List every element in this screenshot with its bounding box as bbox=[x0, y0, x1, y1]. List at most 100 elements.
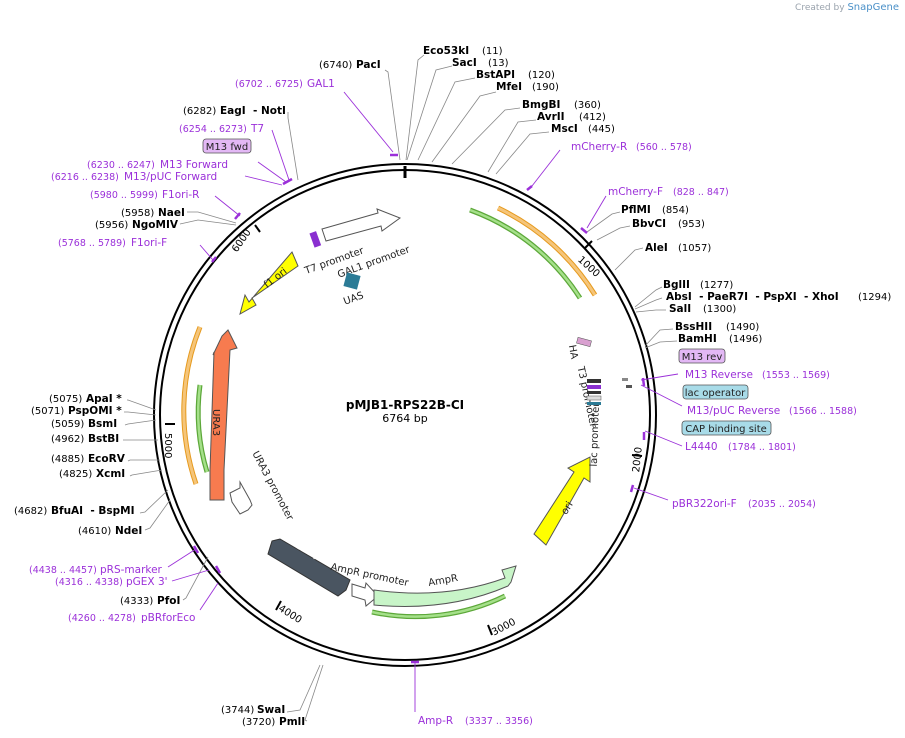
enzyme-swai: SwaI bbox=[257, 704, 285, 716]
enzyme-pos-naei: (5958) bbox=[121, 208, 154, 219]
ampr-label: AmpR bbox=[427, 573, 458, 589]
enzyme-msci: MscI bbox=[551, 123, 578, 135]
primer-leaders bbox=[167, 91, 683, 712]
primer-pbrforeco: pBRforEco bbox=[141, 612, 195, 624]
enzyme-pspomi: PspOMI * bbox=[68, 405, 122, 417]
enzyme-pos-bstbi: (4962) bbox=[51, 434, 84, 445]
ura3-label: URA3 bbox=[210, 409, 221, 436]
enzyme-pos-ndei: (4610) bbox=[78, 526, 111, 537]
enzyme-bfuai-bspmi: BfuAI - BspMI bbox=[51, 505, 135, 517]
enzyme-pos-pflmi: (854) bbox=[662, 205, 689, 216]
primer-m13-puc-forward: M13/pUC Forward bbox=[124, 171, 217, 183]
enzyme-pflmi: PflMI bbox=[621, 204, 651, 216]
m13-fwd-box: M13 fwd bbox=[202, 138, 252, 154]
primer-ticks bbox=[192, 153, 646, 664]
ampr-arrow bbox=[373, 565, 517, 607]
enzyme-pos-bsshii: (1490) bbox=[726, 322, 759, 333]
primer-pbr322ori-f: pBR322ori-F bbox=[672, 498, 737, 510]
enzyme-pos-ngomiv: (5956) bbox=[95, 220, 128, 231]
enzyme-eco53ki: Eco53kI bbox=[423, 45, 469, 57]
enzyme-pos-xcmi: (4825) bbox=[59, 469, 92, 480]
enzyme-bamhi: BamHI bbox=[678, 333, 717, 345]
enzyme-paci: PacI bbox=[356, 59, 381, 71]
primer-range-pgex3: (4316 .. 4338) bbox=[55, 577, 123, 588]
ura3-promoter-label: URA3 promoter bbox=[249, 449, 295, 523]
enzyme-saci: SacI bbox=[452, 57, 477, 69]
enzyme-pos-swai: (3744) bbox=[221, 705, 254, 716]
ha-label: HA bbox=[566, 344, 579, 360]
primer-range-m13-forward: (6230 .. 6247) bbox=[87, 160, 155, 171]
enzyme-pos-pfoi: (4333) bbox=[120, 596, 153, 607]
primer-range-pbrforeco: (4260 .. 4278) bbox=[68, 613, 136, 624]
ampr-promoter-arrow bbox=[351, 581, 379, 607]
enzyme-pos-eco53ki: (11) bbox=[482, 46, 503, 57]
primer-range-mcherry-r: (560 .. 578) bbox=[636, 142, 692, 153]
enzyme-absi-group: AbsI - PaeR7I - PspXI - XhoI bbox=[666, 291, 839, 303]
lac-promoter-label: lac promoter bbox=[589, 402, 602, 467]
enzyme-pos-bstapi: (120) bbox=[528, 70, 555, 81]
tick-label-5000: 5000 bbox=[162, 433, 173, 458]
tick-label-4000: 4000 bbox=[276, 603, 303, 626]
enzyme-eagi-noti: EagI - NotI bbox=[220, 105, 286, 117]
enzyme-sali: SalI bbox=[669, 303, 691, 315]
ura3-promoter-arrow bbox=[229, 480, 253, 515]
enzyme-alei: AleI bbox=[645, 242, 668, 254]
tick-marks bbox=[165, 224, 643, 636]
primer-pgex3: pGEX 3' bbox=[126, 576, 168, 588]
enzyme-pfoi: PfoI bbox=[157, 595, 180, 607]
cap-binding-label: CAP binding site bbox=[685, 424, 767, 435]
enzyme-bstapi: BstAPI bbox=[476, 69, 515, 81]
lac-operator-box: lac operator bbox=[682, 384, 749, 400]
cen-ars-arrow bbox=[267, 538, 351, 597]
enzyme-pos-bbvci: (953) bbox=[678, 219, 705, 230]
primer-range-l4440: (1784 .. 1801) bbox=[728, 442, 796, 453]
snapgene-credit: Created by SnapGene bbox=[795, 2, 899, 13]
primer-f1ori-r: F1ori-R bbox=[162, 189, 199, 201]
primer-range-pbr322ori-f: (2035 .. 2054) bbox=[748, 499, 816, 510]
enzyme-pos-bglii: (1277) bbox=[700, 280, 733, 291]
enzyme-pos-apai: (5075) bbox=[49, 394, 82, 405]
ha-feature bbox=[576, 336, 592, 348]
primer-m13-reverse: M13 Reverse bbox=[685, 369, 753, 381]
enzyme-pos-bsmi: (5059) bbox=[51, 419, 84, 430]
enzyme-pmli: PmlI bbox=[279, 716, 305, 728]
enzyme-bsshii: BssHII bbox=[675, 321, 712, 333]
primer-t7: T7 bbox=[250, 123, 264, 135]
primer-m13-forward: M13 Forward bbox=[160, 159, 228, 171]
primer-f1ori-f: F1ori-F bbox=[131, 237, 167, 249]
primer-range-m13-puc-reverse: (1566 .. 1588) bbox=[789, 406, 857, 417]
enzyme-naei: NaeI bbox=[158, 207, 185, 219]
enzyme-pos-mfei: (190) bbox=[532, 82, 559, 93]
primer-range-m13-reverse: (1553 .. 1569) bbox=[762, 370, 830, 381]
primer-m13-puc-reverse: M13/pUC Reverse bbox=[687, 405, 780, 417]
orange-arc-top bbox=[496, 205, 598, 297]
enzyme-pos-pmli: (3720) bbox=[242, 717, 275, 728]
enzyme-ndei: NdeI bbox=[115, 525, 142, 537]
enzyme-bstbi: BstBI bbox=[88, 433, 119, 445]
primer-range-prs-marker: (4438 .. 4457) bbox=[29, 565, 97, 576]
plasmid-name: pMJB1-RPS22B-CI bbox=[346, 398, 464, 412]
gal1-promoter-arrow bbox=[321, 208, 402, 242]
enzyme-leaders bbox=[123, 54, 678, 722]
credit-prefix: Created by bbox=[795, 3, 845, 13]
enzyme-bmgbi: BmgBI bbox=[522, 99, 560, 111]
enzyme-ecorv: EcoRV bbox=[88, 453, 126, 465]
f1-ori-label: f1 ori bbox=[262, 266, 289, 291]
enzyme-pos-eagi: (6282) bbox=[183, 106, 216, 117]
primer-amp-r: Amp-R bbox=[418, 715, 453, 727]
primer-range-f1ori-f: (5768 .. 5789) bbox=[58, 238, 126, 249]
ori-arrow bbox=[533, 456, 591, 546]
ura3-arrow bbox=[209, 329, 238, 501]
enzyme-xcmi: XcmI bbox=[96, 468, 125, 480]
enzyme-pos-paci: (6740) bbox=[319, 60, 352, 71]
primer-l4440: L4440 bbox=[685, 441, 718, 453]
enzyme-pos-sali: (1300) bbox=[703, 304, 736, 315]
primer-gal1: GAL1 bbox=[307, 78, 335, 90]
primer-range-t7: (6254 .. 6273) bbox=[179, 124, 247, 135]
enzyme-pos-bfuai: (4682) bbox=[14, 506, 47, 517]
primer-range-amp-r: (3337 .. 3356) bbox=[465, 716, 533, 727]
primer-prs-marker: pRS-marker bbox=[100, 564, 163, 576]
lac-operator-label: lac operator bbox=[685, 388, 746, 399]
primer-range-m13-puc-forward: (6216 .. 6238) bbox=[51, 172, 119, 183]
